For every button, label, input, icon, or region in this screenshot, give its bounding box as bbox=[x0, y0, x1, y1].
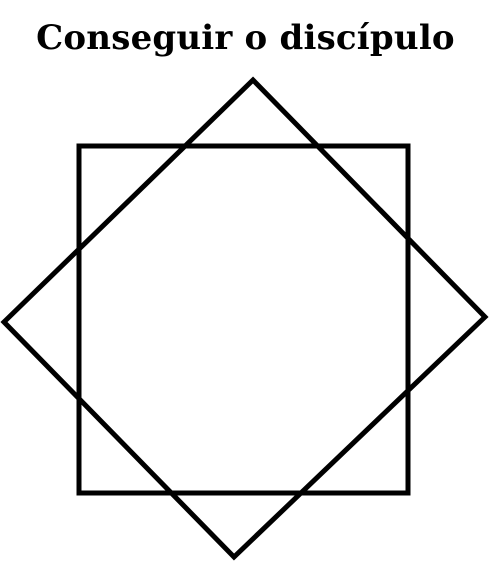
page-title: Conseguir o discípulo bbox=[36, 18, 455, 58]
square-shape bbox=[76, 143, 411, 496]
diamond-shape bbox=[0, 76, 489, 561]
